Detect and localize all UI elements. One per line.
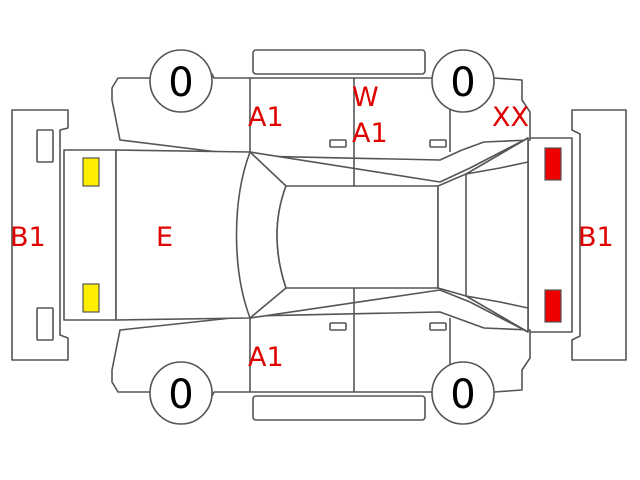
tire-rear-right: 0	[431, 361, 495, 425]
rear-lamp-bottom	[544, 289, 562, 323]
tire-front-left-value: 0	[168, 60, 193, 106]
front-bumper	[11, 109, 69, 361]
mark-roof-top: W	[352, 82, 379, 113]
rear-lamp-top	[544, 147, 562, 181]
roof-rail-top	[252, 49, 426, 75]
mark-hood: E	[156, 222, 173, 253]
front-lamp-bottom	[82, 283, 100, 313]
mark-roof-bottom: A1	[352, 118, 388, 149]
tire-front-left: 0	[149, 49, 213, 113]
tire-front-right-value: 0	[168, 372, 193, 418]
front-lamp-top	[82, 157, 100, 187]
roof-rail-bottom	[252, 395, 426, 421]
mark-right-front-fender: A1	[248, 342, 284, 373]
top-view-body	[115, 137, 529, 333]
mark-rear-bumper: B1	[578, 222, 614, 253]
rear-bumper	[571, 109, 627, 361]
tire-rear-right-value: 0	[450, 372, 475, 418]
tire-rear-left: 0	[431, 49, 495, 113]
mark-left-front-fender: A1	[248, 102, 284, 133]
mark-front-bumper: B1	[10, 222, 46, 253]
mark-rear-corner: XX	[492, 102, 529, 133]
tire-rear-left-value: 0	[450, 60, 475, 106]
tire-front-right: 0	[149, 361, 213, 425]
